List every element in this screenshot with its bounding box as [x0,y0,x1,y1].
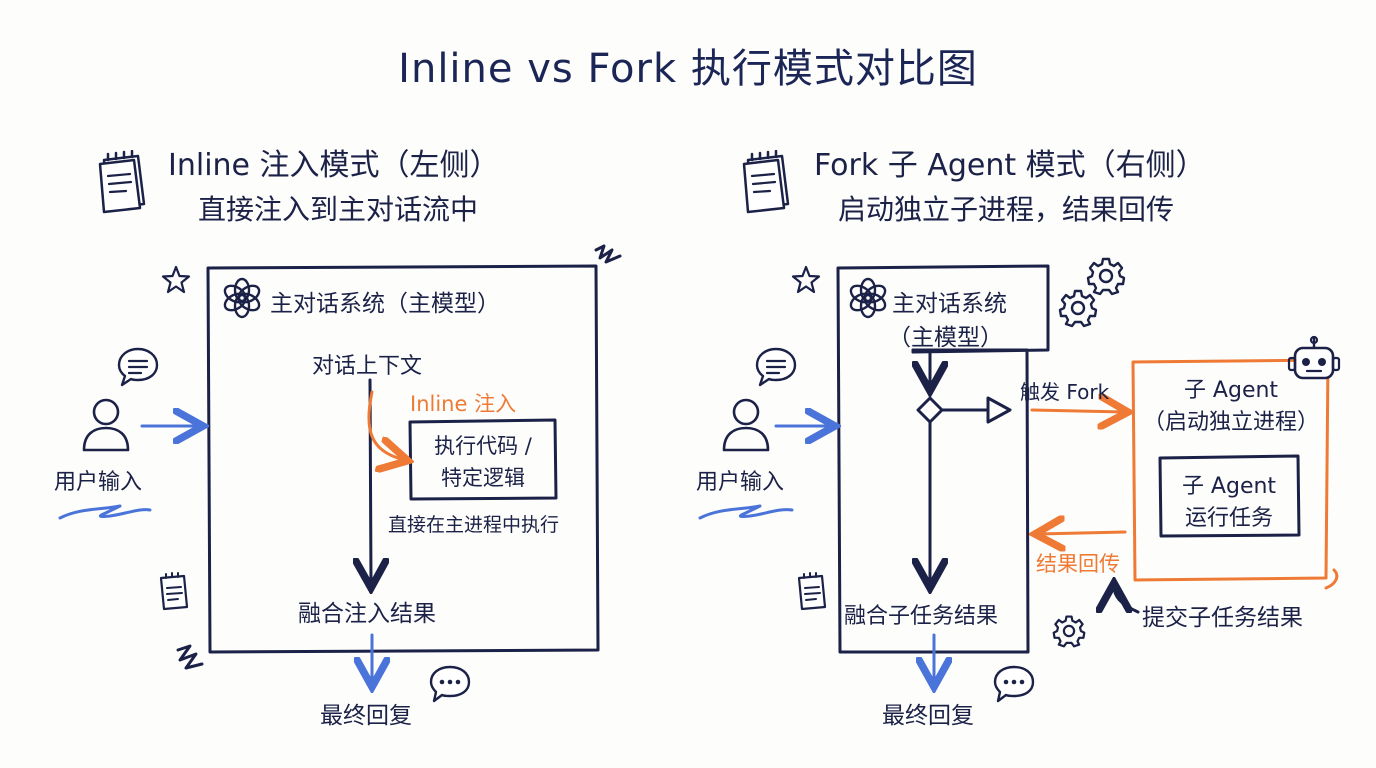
left-merge-label: 融合注入结果 [298,601,436,627]
submit-label: 提交子任务结果 [1142,605,1303,631]
star-icon [791,265,821,294]
squiggle-icon [594,244,622,264]
star-icon [161,265,191,294]
openai-logo-icon [223,277,261,319]
exec-code-line1: 执行代码 / [434,434,532,458]
decision-diamond [916,396,944,424]
right-merge-label: 融合子任务结果 [844,604,999,629]
inline-inject-arrow [367,390,405,460]
right-scribble [698,504,794,520]
sub-agent-box [1131,358,1330,582]
trigger-fork-label: 触发 Fork [1020,380,1110,404]
left-scribble [58,504,152,520]
gear-icon [1052,615,1086,648]
notepad-icon [159,572,189,611]
inline-inject-label: Inline 注入 [410,392,517,416]
trigger-fork-arrow [1030,410,1125,412]
notepad-icon [742,150,790,214]
page-title: Inline vs Fork 执行模式对比图 [398,46,978,92]
left-user-input-label: 用户输入 [54,470,143,495]
right-user-input-label: 用户输入 [696,470,785,495]
result-return-label: 结果回传 [1036,552,1120,576]
sub-task-line1: 子 Agent [1181,474,1277,499]
speech-dots-icon [429,665,471,703]
result-return-arrow [1038,532,1127,534]
sub-task-box [1158,454,1301,538]
speech-dots-icon [993,665,1035,703]
robot-icon [1287,335,1341,380]
left-system-box [206,264,600,654]
user-icon [722,398,770,452]
notepad-icon [797,572,827,611]
squiggle-icon [176,644,204,670]
sub-agent-line2: （启动独立进程） [1142,410,1319,435]
left-subheading: 直接注入到主对话流中 [198,193,479,226]
left-exec-box [408,418,558,501]
exec-code-line2: 特定逻辑 [441,466,525,490]
openai-logo-icon [849,277,887,319]
sub-agent-line1: 子 Agent [1183,378,1279,403]
exec-note-label: 直接在主进程中执行 [388,514,560,536]
chat-bubble-icon [117,347,159,387]
left-system-label: 主对话系统（主模型） [270,291,500,317]
right-system-line2: （主模型） [888,325,1003,351]
user-icon [82,398,130,452]
right-final-label: 最终回复 [882,703,974,729]
gear-icon [1058,289,1098,328]
sub-task-line2: 运行任务 [1184,506,1273,531]
submit-arrow [1114,586,1140,614]
context-label: 对话上下文 [312,354,423,379]
left-heading: Inline 注入模式（左侧） [168,148,500,183]
gear-icon [1086,257,1126,296]
right-system-line1: 主对话系统 [892,291,1007,317]
right-heading: Fork 子 Agent 模式（右侧） [814,148,1206,183]
left-final-label: 最终回复 [320,703,412,729]
notepad-icon [98,150,146,214]
right-subheading: 启动独立子进程，结果回传 [838,193,1175,226]
chat-bubble-icon [755,347,797,387]
